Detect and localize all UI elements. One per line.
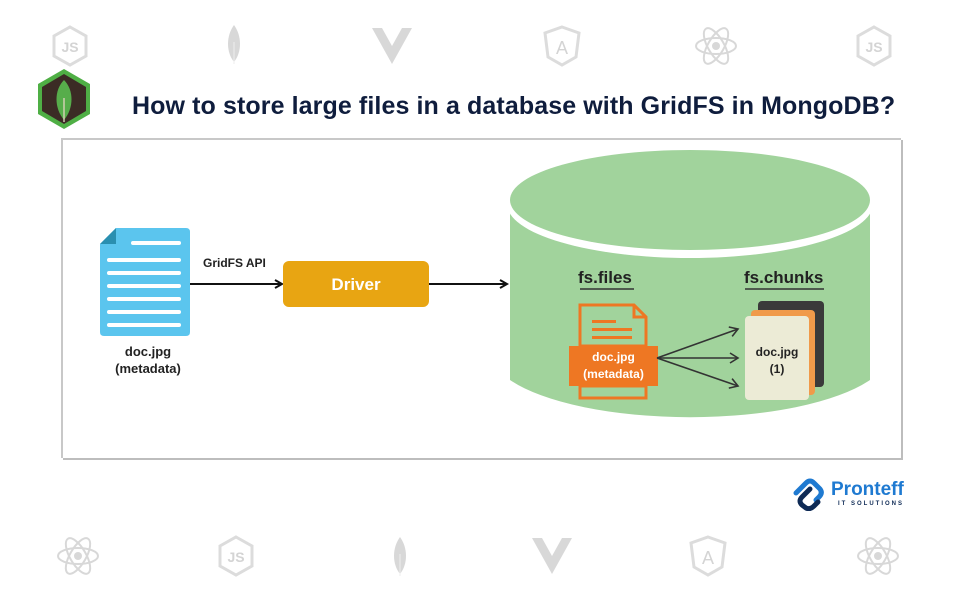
files-doc-caption: (metadata) (583, 367, 644, 381)
fs-chunks-label: fs.chunks (744, 268, 824, 287)
brand-name: Pronteff (831, 479, 904, 500)
vue-icon (370, 24, 414, 68)
fs-files-label: fs.files (578, 268, 632, 287)
angular-icon: A (686, 534, 730, 578)
nodejs-icon: JS (852, 24, 896, 68)
svg-text:JS: JS (61, 39, 78, 55)
react-icon (694, 24, 738, 68)
brand-tagline: IT SOLUTIONS (838, 501, 904, 507)
arrow-files-to-chunk-3 (656, 357, 740, 389)
gridfs-api-label: GridFS API (203, 256, 266, 270)
chunk-index: (1) (769, 362, 785, 376)
chunk-name: doc.jpg (755, 345, 799, 359)
files-document-icon (569, 303, 658, 400)
chunks-stack-icon (745, 301, 824, 400)
react-icon (56, 534, 100, 578)
mongodb-leaf-icon (212, 22, 256, 66)
nodejs-icon: JS (214, 534, 258, 578)
document-icon (100, 228, 190, 336)
arrow-files-to-chunk-1 (656, 326, 740, 359)
vue-icon (530, 534, 574, 578)
react-icon (856, 534, 900, 578)
driver-label: Driver (331, 275, 381, 294)
driver-box (283, 261, 429, 307)
svg-text:A: A (556, 38, 568, 58)
mongodb-leaf-hexagon-icon (36, 68, 92, 130)
svg-text:A: A (702, 548, 714, 568)
nodejs-icon: JS (48, 24, 92, 68)
angular-icon: A (540, 24, 584, 68)
svg-text:JS: JS (865, 39, 882, 55)
svg-text:JS: JS (227, 549, 244, 565)
pronteff-logo-icon (793, 478, 824, 511)
source-file-caption: (metadata) (115, 361, 181, 376)
files-doc-name: doc.jpg (592, 350, 635, 364)
source-file-name: doc.jpg (124, 344, 172, 359)
mongodb-leaf-icon (378, 534, 422, 578)
page-title: How to store large files in a database w… (132, 92, 896, 120)
